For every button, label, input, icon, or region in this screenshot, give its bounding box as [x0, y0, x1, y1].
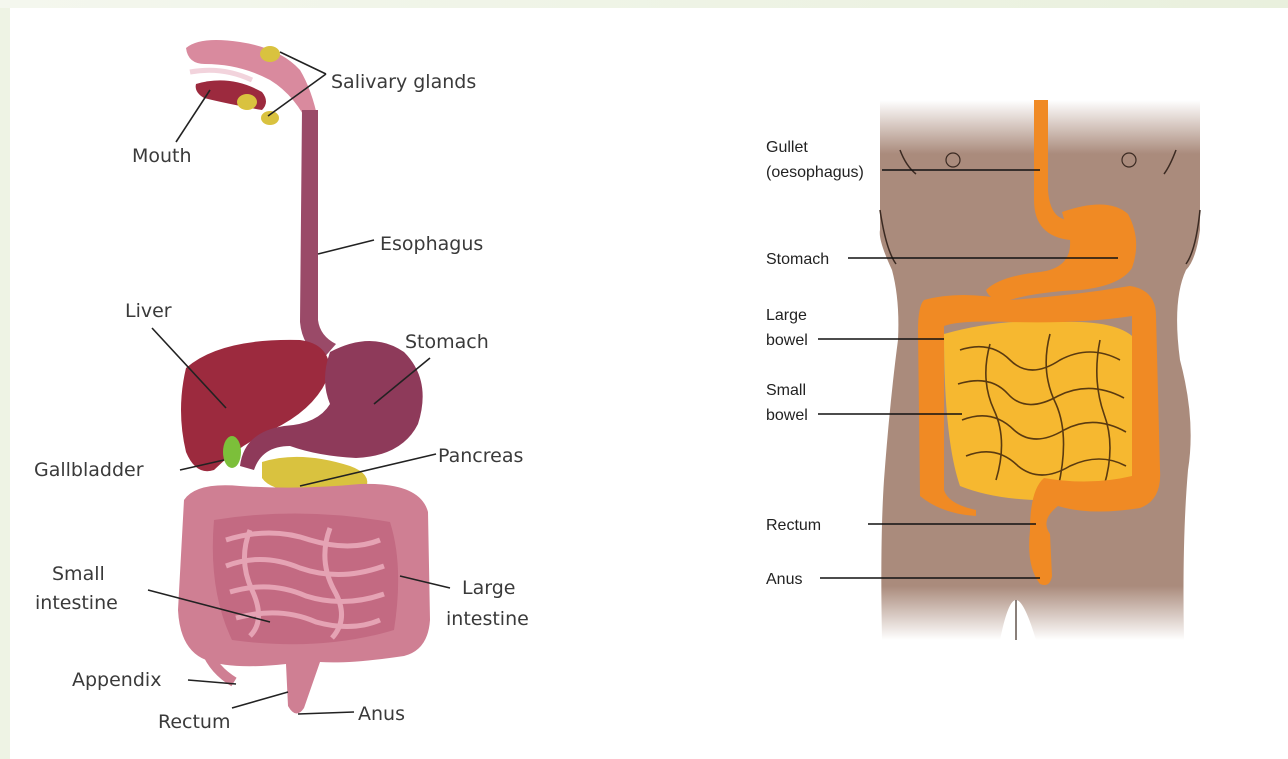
label-large-intestine-line1: Large — [462, 577, 515, 599]
left-digestive-diagram: Salivary glands Mouth Esophagus Liver St… — [34, 40, 529, 733]
label-salivary-glands: Salivary glands — [331, 71, 476, 93]
label-large-bowel-line1: Large — [766, 307, 807, 324]
label-stomach: Stomach — [405, 331, 489, 353]
label-rectum-right: Rectum — [766, 517, 821, 534]
label-liver: Liver — [125, 300, 172, 322]
salivary-gland-2 — [237, 94, 257, 110]
label-gullet-line2: (oesophagus) — [766, 164, 864, 181]
label-small-intestine-line1: Small — [52, 563, 105, 585]
label-large-intestine-line2: intestine — [446, 608, 529, 630]
label-anus-right: Anus — [766, 571, 802, 588]
label-small-intestine-line2: intestine — [35, 592, 118, 614]
label-small-bowel-line2: bowel — [766, 407, 808, 424]
label-esophagus: Esophagus — [380, 233, 483, 255]
salivary-gland-1 — [260, 46, 280, 62]
label-large-bowel-line2: bowel — [766, 332, 808, 349]
label-pancreas: Pancreas — [438, 445, 523, 467]
gallbladder-shape — [223, 436, 241, 468]
right-digestive-diagram: Gullet (oesophagus) Stomach Large bowel … — [766, 100, 1200, 640]
label-mouth: Mouth — [132, 145, 192, 167]
label-gullet-line1: Gullet — [766, 139, 808, 156]
label-appendix: Appendix — [72, 669, 161, 691]
small-bowel-shape — [944, 321, 1139, 500]
salivary-gland-3 — [261, 111, 279, 125]
label-stomach-right: Stomach — [766, 251, 829, 268]
label-gallbladder: Gallbladder — [34, 459, 144, 481]
tongue-shape — [190, 70, 252, 80]
label-anus: Anus — [358, 703, 405, 725]
esophagus-shape — [300, 110, 336, 360]
label-rectum: Rectum — [158, 711, 230, 733]
label-small-bowel-line1: Small — [766, 382, 806, 399]
